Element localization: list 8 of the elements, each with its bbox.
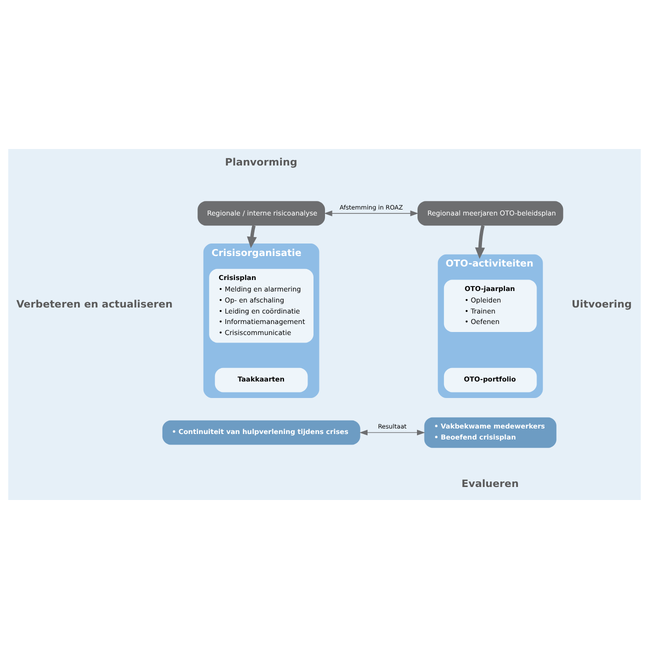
arrow — [359, 430, 426, 436]
arrow — [324, 210, 418, 216]
label: Uitvoering — [572, 300, 632, 311]
arrow — [246, 225, 257, 248]
arrow — [475, 225, 485, 259]
label: Verbeteren en actualiseren — [16, 300, 173, 311]
label: Planvorming — [225, 158, 298, 169]
label: Evalueren — [462, 478, 519, 490]
